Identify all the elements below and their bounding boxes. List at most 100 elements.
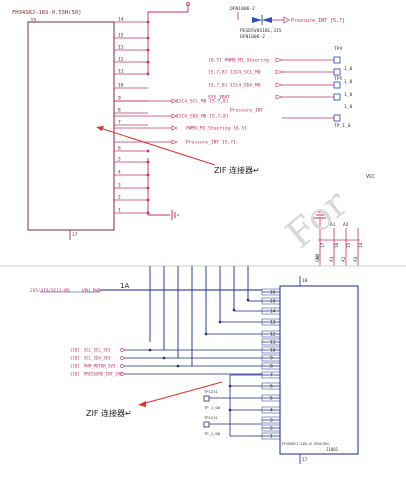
diode-bottom-label: DFN1006-2 (240, 34, 265, 40)
test-point-icon (333, 56, 341, 64)
junction-dot (146, 149, 150, 153)
bottom-pin-number: 6 (270, 384, 273, 390)
bottom-pin-number: 12 (270, 332, 276, 338)
top-pin-number: 12 (118, 57, 124, 63)
bottom-net-label: SCL_SCL_3V3 (84, 348, 111, 353)
top-bus-nets: I2C4_SCL_M0 [5,7,8]Pressure_INTI2C4_SDA_… (114, 99, 263, 146)
bottom-net-ref: [10] (70, 372, 80, 377)
port-arrow-icon (171, 113, 178, 119)
bottom-pin-number: 8 (270, 364, 273, 370)
port-arrow-icon (275, 57, 283, 63)
bottom-pin-number: 1 (270, 434, 273, 440)
test-point-label: TP_1_0 (334, 123, 351, 129)
tp1-label: TP1211 (204, 389, 218, 394)
top-pin-number: 10 (118, 83, 124, 89)
top-right-net-label: SYS_VBAT (208, 95, 230, 101)
test-point-icon (333, 93, 341, 101)
vph-net-label: 2V5/ATA/SC11-MS (30, 288, 70, 294)
bottom-verticals (149, 266, 250, 366)
bottom-pin-number: 4 (270, 408, 273, 414)
top-ref-label: J3 (30, 18, 36, 24)
bottom-pin-number: 15 (270, 299, 276, 305)
top-pin-number: 3 (118, 183, 121, 189)
tp2b-label: TP_1_00 (204, 431, 221, 436)
top-bus-net-label: PWM0_M1_Steering [6,5] (186, 126, 247, 132)
test-point-icon-2 (203, 421, 210, 428)
gnd-a1-label: A1 (330, 222, 336, 228)
top-right-net-label: [5,7,8] I2C4_SDA_M0 (208, 83, 261, 89)
vcc-label: VCC (366, 174, 375, 180)
top-bus-net-label: I2C4_SDA_M0 [5,7,8] (176, 114, 229, 120)
test-point-label: 1_0 (344, 66, 353, 72)
top-pin17: 17 (72, 232, 78, 238)
top-pin-number: 2 (118, 195, 121, 201)
gnd-pin-number: 17 (320, 242, 326, 248)
vcc-port-icon (185, 1, 191, 7)
test-point-label: 1_0 (344, 104, 353, 110)
port-arrow-icon (171, 98, 178, 104)
top-part-label: FH34SRJ-16S-0.5SH(50) (12, 10, 82, 16)
tp2-label: TP1212 (204, 415, 218, 420)
bottom-part-label: FH34SRJ-16S-0.5SH(50) (282, 441, 330, 446)
top-pin-number: 7 (118, 120, 121, 126)
bottom-pin-number: 13 (270, 320, 276, 326)
port-arrow-icon (283, 16, 290, 24)
top-pin-number: 4 (118, 170, 121, 176)
bottom-annotation-text: ZIF 连接器↵ (86, 408, 132, 418)
diode-top-label: DFN1006-2 (230, 6, 255, 12)
bottom-net-ref: [10] (70, 364, 80, 369)
port-circle-icon (120, 348, 124, 352)
gnd-pin-number: 15 (346, 242, 352, 248)
bottom-pin-number: 9 (270, 356, 273, 362)
gnd-pin-label: A3 (353, 256, 359, 262)
top-pin-number: 15 (118, 33, 124, 39)
bottom-pin-box (261, 424, 281, 432)
bottom-schematic: 2V5/ATA/SC11-MS VPH_PWR 1A 18 17 FH34SRJ… (30, 266, 359, 464)
junction-dot (228, 408, 232, 412)
diode-icon-b (262, 17, 272, 23)
port-arrow-icon (275, 82, 283, 88)
test-point-icon (333, 68, 341, 76)
bottom-pin-number: 11 (270, 340, 276, 346)
top-annotation-text: ZIF 连接器↵ (214, 165, 260, 175)
top-right-nets: [6,7] PWM0_M1_Steering[5,7,8] I2C4_SCL_M… (208, 46, 353, 129)
diode-part-label: PESD5V0S1BL,315 (240, 28, 282, 34)
top-connector-body (27, 21, 115, 231)
diode-net-label: Pressure_INT [5,7] (291, 18, 345, 24)
test-point-icon (333, 81, 341, 89)
gnd-pin-number: 16 (334, 242, 340, 248)
top-pin-number: 9 (118, 96, 121, 102)
bottom-net-ref: [10] (70, 356, 80, 361)
bottom-net-label: PRESSURE_INT_3V3 (84, 372, 123, 377)
top-right-net-label: [5,7,8] I2C4_SCL_M0 (208, 70, 261, 76)
top-pin-number: 8 (118, 108, 121, 114)
top-annotation-arrow (99, 127, 216, 166)
bottom-pin-number: 7 (270, 373, 273, 379)
bottom-ref-label: J1001 (326, 447, 339, 452)
gnd-pin-number: 14 (358, 242, 364, 248)
top-pin-number: 5 (118, 157, 121, 163)
junction-dot (176, 364, 180, 368)
vph-pwr-label: VPH_PWR (82, 288, 101, 294)
bottom-net-label: SCL_SDA_3V3 (84, 356, 111, 361)
top-pin-number: 13 (118, 45, 124, 51)
top-pin-number: 11 (118, 69, 124, 75)
bottom-net-label: PWM_MOTOR_3V3 (84, 364, 116, 369)
arrow-head-icon (96, 126, 104, 131)
port-circle-icon (120, 372, 124, 376)
top-pin-number: 1 (118, 208, 121, 214)
test-point-label: 1_0 (344, 92, 353, 98)
junction-dot (162, 356, 166, 360)
top-pin-number: 6 (118, 146, 121, 152)
bottom-pin-number: 5 (270, 396, 273, 402)
bottom-pin18: 18 (302, 278, 308, 284)
bottom-pin-number: 10 (270, 348, 276, 354)
gnd-a2-label: A2 (343, 222, 349, 228)
top-bus-net-label: Pressure_INT [5,7] (186, 140, 236, 146)
top-bus-net-label: I2C4_SCL_M0 [5,7,8] (176, 99, 229, 105)
bottom-annotation-arrow (141, 381, 223, 405)
bottom-pin17: 17 (302, 457, 308, 463)
arrow-head-icon-2 (138, 401, 146, 407)
